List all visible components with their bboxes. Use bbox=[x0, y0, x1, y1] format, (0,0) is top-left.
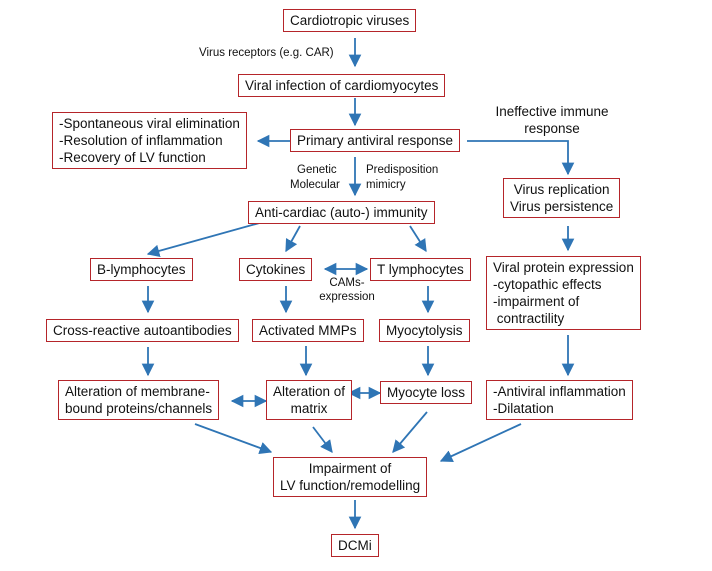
arrow-immunity-to-t-lymphocytes bbox=[409, 225, 427, 253]
label-genetic: Genetic bbox=[297, 164, 337, 176]
viral-protein-line-2: -cytopathic effects bbox=[493, 277, 602, 292]
node-cross-reactive-autoantibodies: Cross-reactive autoantibodies bbox=[46, 319, 239, 342]
ineffective-line-1: Ineffective immune bbox=[495, 104, 609, 119]
recovery-line-3: -Recovery of LV function bbox=[59, 150, 206, 165]
alteration-membrane-line-2: bound proteins/channels bbox=[65, 401, 213, 416]
label-cams-expression: CAMs- expression bbox=[312, 276, 382, 304]
node-virus-replication: Virus replication Virus persistence bbox=[503, 178, 621, 218]
label-molecular: Molecular bbox=[290, 179, 340, 191]
node-myocytolysis: Myocytolysis bbox=[379, 319, 470, 342]
impairment-line-2: LV function/remodelling bbox=[280, 478, 421, 493]
label-ineffective-immune-response: Ineffective immune response bbox=[492, 103, 612, 137]
node-antiviral-inflammation: -Antiviral inflammation -Dilatation bbox=[486, 380, 633, 420]
arrow-myocyte-loss-to-impairment bbox=[392, 411, 428, 453]
node-recovery: -Spontaneous viral elimination -Resoluti… bbox=[52, 112, 247, 169]
alteration-membrane-line-1: Alteration of membrane- bbox=[65, 384, 210, 399]
node-cytokines: Cytokines bbox=[239, 258, 313, 281]
alteration-matrix-line-2: matrix bbox=[290, 401, 328, 416]
node-myocyte-loss: Myocyte loss bbox=[380, 381, 473, 404]
node-impairment-lv-function: Impairment of LV function/remodelling bbox=[273, 457, 428, 497]
viral-protein-line-1: Viral protein expression bbox=[493, 260, 634, 275]
node-viral-infection: Viral infection of cardiomyocytes bbox=[238, 74, 446, 97]
label-predisposition: Predisposition bbox=[366, 164, 439, 176]
cams-line-1: CAMs- bbox=[329, 277, 365, 289]
arrow-inflammation-to-impairment bbox=[439, 423, 522, 462]
viral-protein-line-4: contractility bbox=[493, 311, 565, 326]
node-t-lymphocytes: T lymphocytes bbox=[370, 258, 471, 281]
recovery-line-1: -Spontaneous viral elimination bbox=[59, 116, 240, 131]
label-mimicry: mimicry bbox=[366, 179, 406, 191]
antiviral-inflammation-line-1: -Antiviral inflammation bbox=[493, 384, 626, 399]
alteration-matrix-line-1: Alteration of bbox=[273, 384, 346, 399]
virus-replication-line-1: Virus replication bbox=[513, 182, 610, 197]
node-viral-protein-expression: Viral protein expression -cytopathic eff… bbox=[486, 256, 641, 330]
label-virus-receptors: Virus receptors (e.g. CAR) bbox=[199, 47, 334, 59]
node-primary-antiviral-response: Primary antiviral response bbox=[290, 129, 461, 152]
viral-protein-line-3: -impairment of bbox=[493, 294, 580, 309]
node-dcmi: DCMi bbox=[331, 534, 379, 557]
node-activated-mmps: Activated MMPs bbox=[252, 319, 364, 342]
arrow-matrix-to-impairment bbox=[312, 426, 333, 454]
node-cardiotropic-viruses: Cardiotropic viruses bbox=[283, 9, 417, 32]
cams-line-2: expression bbox=[319, 291, 375, 303]
arrow-membrane-to-impairment bbox=[194, 423, 273, 454]
node-anti-cardiac-immunity: Anti-cardiac (auto-) immunity bbox=[248, 201, 435, 224]
node-alteration-matrix: Alteration of matrix bbox=[266, 380, 353, 420]
arrow-immunity-to-b-lymphocytes bbox=[146, 221, 264, 258]
virus-replication-line-2: Virus persistence bbox=[510, 199, 614, 214]
antiviral-inflammation-line-2: -Dilatation bbox=[493, 401, 554, 416]
ineffective-line-2: response bbox=[524, 121, 580, 136]
recovery-line-2: -Resolution of inflammation bbox=[59, 133, 223, 148]
node-b-lymphocytes: B-lymphocytes bbox=[90, 258, 193, 281]
impairment-line-1: Impairment of bbox=[308, 461, 392, 476]
node-alteration-membrane: Alteration of membrane- bound proteins/c… bbox=[58, 380, 220, 420]
arrow-primary-to-replication bbox=[467, 140, 575, 176]
arrow-immunity-to-cytokines bbox=[285, 225, 301, 253]
